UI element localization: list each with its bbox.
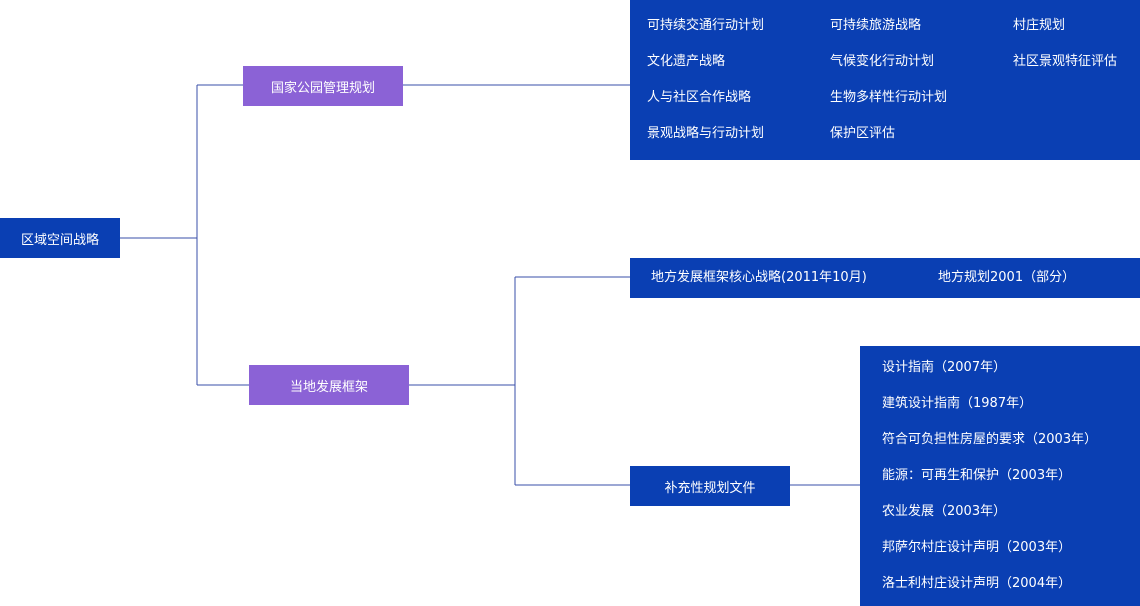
national-park-plan-label: 国家公园管理规划	[270, 80, 375, 96]
list-item: 能源：可再生和保护（2003年）	[882, 468, 1072, 483]
list-item: 生物多样性行动计划	[830, 90, 948, 105]
list-item: 地方规划2001（部分）	[938, 270, 1076, 285]
list-item: 可持续交通行动计划	[647, 18, 765, 33]
core-strategy-panel: 地方发展框架核心战略(2011年10月) 地方规划2001（部分）	[630, 258, 1140, 298]
local-framework-label: 当地发展框架	[289, 379, 368, 395]
supplementary-docs-panel: 设计指南（2007年） 建筑设计指南（1987年） 符合可负担性房屋的要求（20…	[860, 346, 1140, 606]
list-item: 人与社区合作战略	[647, 90, 752, 105]
list-item: 社区景观特征评估	[1013, 54, 1118, 69]
national-park-plan-node: 国家公园管理规划	[243, 66, 403, 106]
list-item: 洛士利村庄设计声明（2004年）	[882, 576, 1072, 591]
list-item: 文化遗产战略	[647, 54, 726, 69]
root-label: 区域空间战略	[20, 232, 99, 248]
list-item: 设计指南（2007年）	[882, 360, 1007, 375]
list-item: 景观战略与行动计划	[647, 126, 765, 141]
list-item: 符合可负担性房屋的要求（2003年）	[882, 432, 1098, 447]
root-node: 区域空间战略	[0, 218, 120, 258]
list-item: 气候变化行动计划	[830, 54, 935, 69]
local-framework-node: 当地发展框架	[249, 365, 409, 405]
supplementary-docs-label: 补充性规划文件	[664, 480, 756, 496]
list-item: 邦萨尔村庄设计声明（2003年）	[882, 540, 1072, 555]
list-item: 建筑设计指南（1987年）	[882, 396, 1033, 411]
supplementary-docs-node: 补充性规划文件	[630, 466, 790, 506]
list-item: 地方发展框架核心战略(2011年10月)	[651, 270, 867, 285]
list-item: 村庄规划	[1013, 18, 1066, 33]
list-item: 保护区评估	[830, 126, 896, 141]
list-item: 可持续旅游战略	[830, 18, 922, 33]
list-item: 农业发展（2003年）	[882, 504, 1007, 519]
national-park-documents-panel: 可持续交通行动计划 可持续旅游战略 村庄规划 文化遗产战略 气候变化行动计划 社…	[630, 0, 1140, 160]
